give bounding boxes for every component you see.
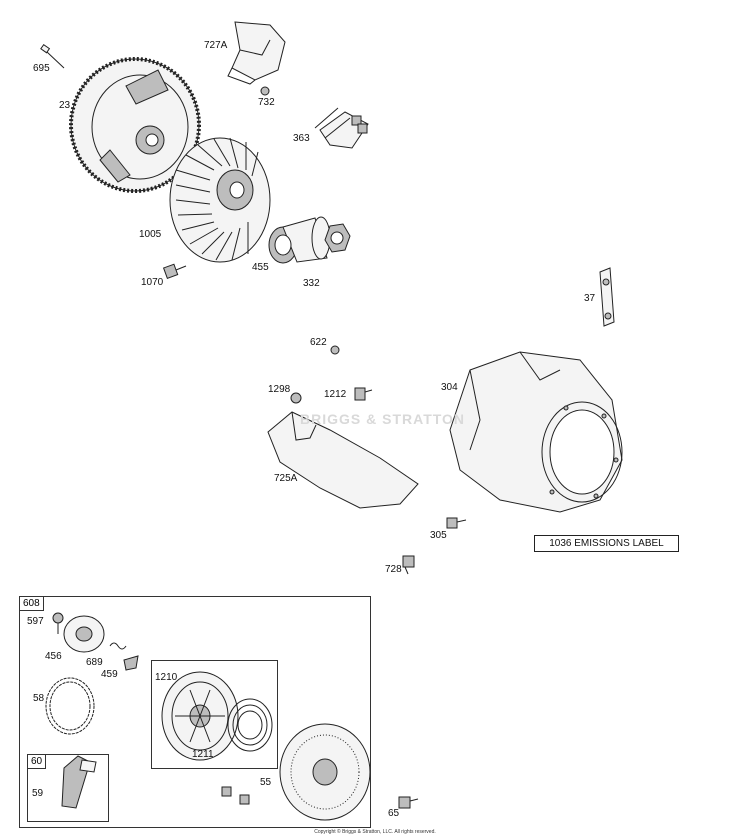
part-725a-guard [267, 411, 419, 509]
part-622-nut [330, 345, 340, 355]
callout-455: 455 [252, 262, 269, 273]
part-727a-shield [227, 21, 286, 85]
callout-695: 695 [33, 63, 50, 74]
part-597-screw [52, 612, 64, 634]
part-455-cup [268, 216, 331, 264]
callout-1212: 1212 [324, 389, 347, 400]
emissions-label: 1036 EMISSIONS LABEL [534, 535, 679, 552]
callout-725a: 725A [274, 473, 298, 484]
callout-459: 459 [101, 669, 118, 680]
part-689-spring [109, 642, 127, 650]
part-58-rope [45, 677, 95, 735]
callout-1298: 1298 [268, 384, 291, 395]
callout-37: 37 [584, 293, 596, 304]
pulley-kit-box [151, 660, 278, 769]
part-1211-spring [227, 698, 273, 752]
starter-kit-tag: 608 [19, 596, 44, 611]
callout-332: 332 [303, 278, 320, 289]
callout-305: 305 [430, 530, 447, 541]
part-732-screw [260, 86, 270, 96]
watermark: BRIGGS & STRATTON [300, 411, 466, 427]
callout-622: 622 [310, 337, 327, 348]
part-37-bracket [599, 267, 615, 327]
part-1005-fan [169, 137, 271, 263]
part-304-housing [449, 351, 623, 513]
part-363-bracket [314, 107, 369, 149]
callout-59: 59 [32, 788, 44, 799]
part-1210-pulley [161, 671, 239, 761]
callout-1211: 1211 [192, 749, 214, 760]
part-1212-stud [354, 387, 373, 401]
callout-1210: 1210 [155, 672, 178, 683]
callout-304: 304 [441, 382, 458, 393]
part-1070-bolt [162, 263, 187, 279]
callout-363: 363 [293, 133, 310, 144]
part-23-flywheel [69, 57, 201, 193]
callout-23: 23 [59, 100, 71, 111]
part-65-bolt [398, 796, 419, 809]
callout-689: 689 [86, 657, 103, 668]
starter-kit-box [19, 596, 371, 828]
part-305-bolt [446, 517, 467, 529]
callout-597: 597 [27, 616, 44, 627]
callout-1005: 1005 [139, 229, 162, 240]
part-456-cup [63, 615, 105, 653]
callout-55: 55 [260, 777, 272, 788]
callout-727a: 727A [204, 40, 228, 51]
callout-728: 728 [385, 564, 402, 575]
handle-kit-tag: 60 [27, 754, 47, 769]
handle-kit-box [27, 754, 109, 822]
part-59-handle [61, 755, 97, 809]
part-459-pawl [123, 655, 139, 671]
part-332-nut [324, 223, 351, 253]
callout-732: 732 [258, 97, 275, 108]
callout-58: 58 [33, 693, 45, 704]
part-728-bolt [402, 555, 415, 575]
callout-1070: 1070 [141, 277, 164, 288]
part-695-bolt [40, 43, 65, 69]
copyright-notice: Copyright © Briggs & Stratton, LLC. All … [314, 829, 436, 835]
callout-65: 65 [388, 808, 400, 819]
callout-456: 456 [45, 651, 62, 662]
part-1298-nut [290, 392, 302, 404]
part-starter-bolts [221, 786, 250, 805]
part-55-starter-housing [279, 723, 371, 821]
